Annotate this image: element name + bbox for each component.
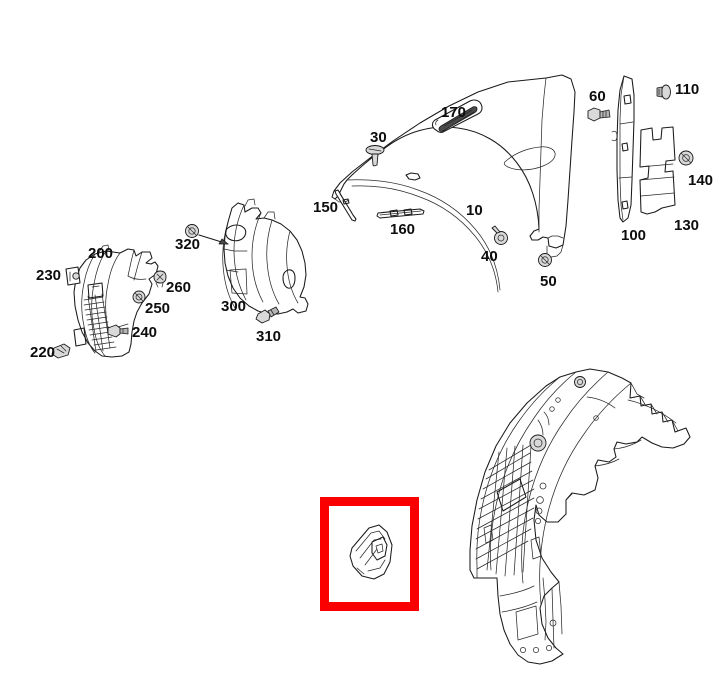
callout-label-50: 50 (540, 273, 557, 290)
callout-label-260: 260 (166, 279, 192, 296)
callout-label-230: 230 (36, 267, 62, 284)
part-screw-fastener-30 (365, 145, 385, 167)
callout-label-300: 300 (221, 298, 247, 315)
part-side-marker-grille (431, 99, 483, 133)
part-fender-side-rail (611, 75, 635, 223)
part-seal-strip-short (376, 208, 425, 219)
part-plastic-nut-260 (153, 270, 167, 288)
part-flange-screw-110 (656, 84, 671, 100)
callout-label-10: 10 (466, 202, 483, 219)
part-grommet-washer-320 (185, 224, 229, 245)
part-wheel-arch-liner-rear (222, 198, 309, 315)
callout-label-130: 130 (674, 217, 700, 234)
callout-label-150: 150 (313, 199, 339, 216)
callout-label-240: 240 (132, 324, 158, 341)
part-wheel-arch-liner-front (73, 244, 159, 358)
part-push-pin-rivet-240 (107, 324, 129, 338)
callout-label-60: 60 (589, 88, 606, 105)
part-bracket-clip-highlighted (349, 524, 393, 580)
callout-label-250: 250 (145, 300, 171, 317)
part-large-wheel-arch-liner (469, 368, 691, 665)
callout-label-200: 200 (88, 245, 114, 262)
part-washer-seal-250 (132, 290, 146, 304)
part-insulation-panel (639, 126, 676, 215)
part-expanding-rivet-40 (491, 225, 508, 245)
highlighted-part-box (320, 497, 419, 611)
callout-label-170: 170 (441, 104, 467, 121)
callout-label-310: 310 (256, 328, 282, 345)
liner-mesh-pattern (475, 444, 535, 577)
callout-label-140: 140 (688, 172, 714, 189)
liner-front-rib-pattern (83, 293, 117, 353)
part-washer-grommet-50 (538, 253, 552, 267)
callout-label-40: 40 (481, 248, 498, 265)
part-seal-strip-long (334, 189, 357, 222)
callout-label-160: 160 (390, 221, 416, 238)
part-spring-nut-clip-230 (65, 266, 81, 286)
part-clip-fastener-220 (51, 343, 71, 359)
callout-label-30: 30 (370, 129, 387, 146)
callout-label-110: 110 (675, 81, 700, 98)
callout-label-220: 220 (30, 344, 56, 361)
part-front-fender-panel (331, 74, 576, 293)
part-bolt-fastener-310 (255, 306, 280, 324)
callout-label-320: 320 (175, 236, 201, 253)
part-hex-bolt-60 (587, 107, 611, 122)
part-grommet-nut-140 (678, 150, 694, 166)
callout-label-100: 100 (621, 227, 647, 244)
